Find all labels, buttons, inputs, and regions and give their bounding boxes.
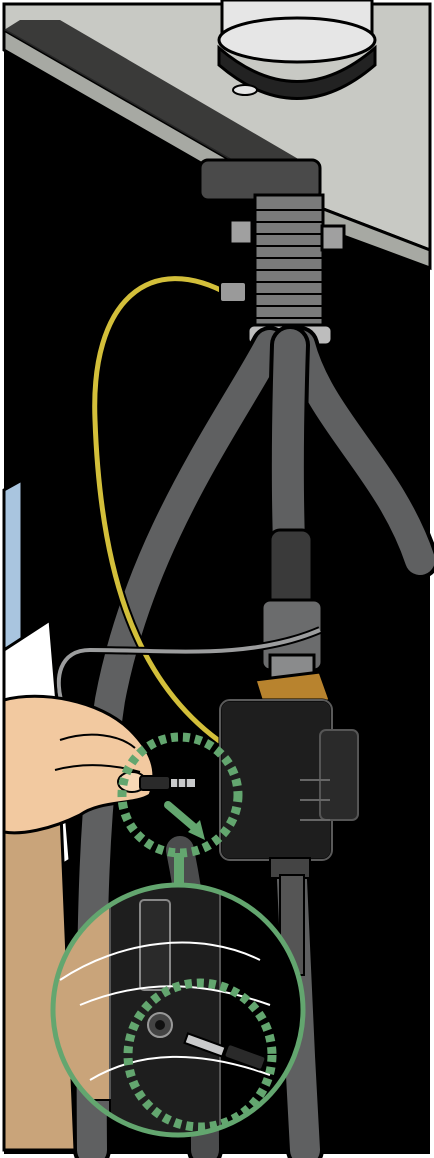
wall-panel xyxy=(4,480,22,650)
hose-connector xyxy=(262,530,322,695)
audio-jack-icon xyxy=(140,776,196,790)
sensor-plug xyxy=(220,282,246,302)
faucet-base xyxy=(219,0,375,99)
